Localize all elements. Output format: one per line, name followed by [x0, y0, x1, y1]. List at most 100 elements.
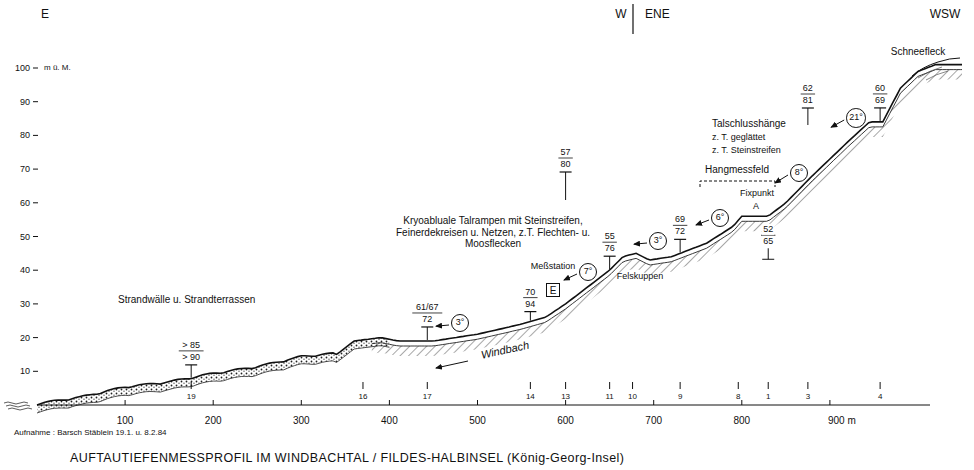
angle-value: 21° [849, 113, 863, 123]
axis-number: 20 [20, 332, 30, 342]
marker-stem [880, 108, 881, 121]
station-box: MeßstationE [546, 283, 560, 297]
slope-angle-circle: 8° [790, 164, 808, 182]
axis-number: 400 [381, 415, 398, 427]
axis-number: 500 [469, 415, 486, 427]
marker-stem [530, 312, 531, 321]
station-tick [632, 382, 633, 389]
station-number: 3 [806, 392, 810, 401]
station-number: 19 [187, 392, 196, 401]
marker-stem [191, 365, 192, 378]
x-tick [477, 400, 478, 405]
axis-number: 900 m [828, 415, 856, 427]
axis-number: 90 [20, 97, 30, 107]
axis-number: 700 [645, 415, 662, 427]
annotation-label: Kryoabluale Talrampen mit Steinstreifen,… [388, 215, 598, 250]
direction-label: WSW [930, 8, 961, 22]
marker-stem [565, 172, 566, 200]
axis-number: 800 [733, 415, 750, 427]
y-tick [33, 303, 38, 304]
depth-value: 55 [605, 231, 615, 241]
station-tick [191, 382, 192, 389]
slope-angle-circle: 3° [649, 232, 667, 250]
axis-number: 70 [20, 164, 30, 174]
fraction-line [523, 297, 537, 298]
depth-value: 57 [561, 147, 571, 157]
angle-value: 3° [456, 318, 465, 328]
slope-arrow [696, 220, 709, 225]
fraction-line [801, 94, 815, 95]
y-tick [33, 371, 38, 372]
axis-unit: m ü. M. [44, 63, 71, 72]
axis-number: 40 [20, 265, 30, 275]
station-tick [880, 382, 881, 389]
fraction-line [558, 158, 572, 159]
direction-label: ENE [645, 8, 670, 22]
station-number: 16 [359, 392, 368, 401]
station-number: 10 [628, 392, 637, 401]
slope-arrow [564, 274, 577, 280]
stream-arrow [436, 361, 468, 368]
y-tick [33, 270, 38, 271]
station-number: 13 [561, 392, 570, 401]
fraction-line [412, 312, 442, 313]
y-tick [33, 337, 38, 338]
thaw-depth-line [372, 70, 962, 346]
station-number: 4 [878, 392, 882, 401]
x-tick [213, 400, 214, 405]
x-tick [301, 400, 302, 405]
axis-number: 600 [557, 415, 574, 427]
station-number: 11 [605, 392, 613, 401]
station-number: 8 [736, 392, 740, 401]
slope-angle-circle: 3° [451, 314, 469, 332]
station-tick [427, 382, 428, 389]
annotation-label: z. T. Steinstreifen [712, 145, 781, 155]
station-tick [738, 382, 739, 389]
station-tick [362, 382, 363, 389]
y-tick [33, 236, 38, 237]
station-tick [609, 382, 610, 389]
station-number: 9 [678, 392, 682, 401]
slope-arrow [634, 243, 647, 244]
station-heading: Meßstation [531, 262, 576, 272]
x-tick [125, 400, 126, 405]
beach-gravel [37, 338, 389, 413]
angle-value: 7° [584, 267, 593, 277]
y-tick [33, 135, 38, 136]
frozen-ground-hatch [372, 70, 962, 356]
direction-label: E [41, 8, 49, 22]
slope-angle-circle: 21° [846, 108, 866, 128]
snow-patch [918, 67, 948, 80]
annotation-label: Hangmessfeld [705, 164, 769, 176]
station-tick [807, 382, 808, 389]
marker-stem [768, 248, 769, 259]
y-tick [33, 202, 38, 203]
station-number: 14 [526, 392, 535, 401]
depth-value: 61/67 [416, 302, 439, 312]
depth-value: 62 [803, 83, 813, 93]
depth-value: 76 [605, 243, 615, 253]
y-tick [33, 68, 38, 69]
depth-value: 60 [875, 83, 885, 93]
annotation-label: A [753, 201, 759, 211]
annotation-label: Felskuppen [617, 271, 664, 281]
axis-number: 300 [293, 415, 310, 427]
axis-number: 30 [20, 299, 30, 309]
slope-arrow [436, 325, 449, 326]
marker-stem [807, 108, 808, 125]
y-tick [33, 101, 38, 102]
depth-value: 52 [762, 224, 774, 234]
angle-value: 8° [795, 168, 804, 178]
station-number: 17 [423, 392, 432, 401]
slope-arrow [831, 120, 844, 127]
marker-stem [427, 327, 428, 340]
direction-divider [632, 4, 633, 34]
gravel-base [37, 346, 389, 413]
axis-number: 10 [20, 366, 30, 376]
depth-value: 72 [675, 226, 685, 236]
x-tick [389, 400, 390, 405]
slope-arrow [775, 175, 788, 183]
ground-surface [37, 65, 962, 405]
fraction-line [179, 350, 204, 351]
